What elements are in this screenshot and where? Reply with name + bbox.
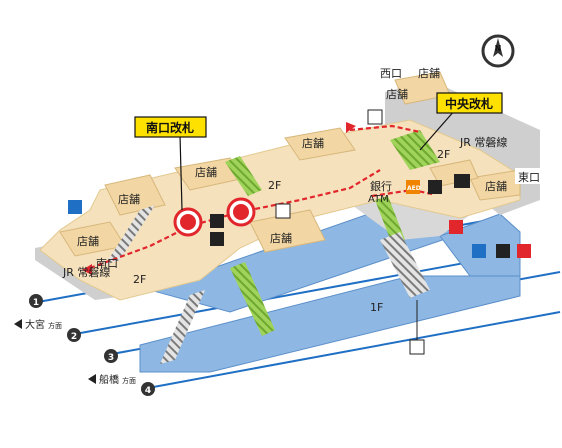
direction-funabashi-label: 船橋 xyxy=(99,373,119,386)
shop-label: 店舗 xyxy=(418,66,440,80)
accessible-toilet-icon xyxy=(472,244,486,258)
station-staff-icon xyxy=(210,214,224,228)
bank-label: 銀行 xyxy=(370,179,392,193)
shop-label: 店舗 xyxy=(118,192,140,206)
aed-label: AED xyxy=(407,185,421,192)
direction-suffix: 方面 xyxy=(122,376,136,385)
facility-icons xyxy=(68,109,531,355)
shop-label: 店舗 xyxy=(270,231,292,245)
elevator-icon xyxy=(409,339,425,355)
restroom-gender-icon xyxy=(449,220,463,234)
platform-number: 2 xyxy=(71,332,77,342)
shop-label: 店舗 xyxy=(485,179,507,193)
locker-icon xyxy=(367,109,383,125)
arrow-left-icon xyxy=(14,319,22,329)
shop-label: 店舗 xyxy=(386,87,408,101)
platform-number: 3 xyxy=(108,353,114,363)
ticket-office-icon xyxy=(454,174,470,188)
aed-icon xyxy=(406,180,420,194)
restroom-icon xyxy=(210,232,224,246)
shop-label: 店舗 xyxy=(77,234,99,248)
atm-label: ATM xyxy=(368,194,389,205)
baby-icon xyxy=(496,244,510,258)
central-gate-label: 中央改札 xyxy=(445,96,493,111)
callout-central-gate: 中央改札 xyxy=(419,92,503,151)
arrow-left-icon xyxy=(88,374,96,384)
floor-label-2f: 2F xyxy=(133,273,146,286)
direction-omiya: 大宮 方面 xyxy=(14,318,62,331)
floor-label-2f: 2F xyxy=(268,179,281,192)
west-exit-label: 西口 xyxy=(380,67,402,80)
staff-info-icon xyxy=(428,180,442,194)
jr-joban-line-label: JR 常磐線 xyxy=(62,265,110,279)
direction-funabashi: 船橋 方面 xyxy=(88,373,136,386)
platform-number-markers: 1 2 3 4 xyxy=(29,294,155,396)
jr-joban-line-label: JR 常磐線 xyxy=(459,135,507,149)
wheelchair-icon xyxy=(68,200,82,214)
south-exit-label: 南口 xyxy=(96,257,118,270)
platform-number: 4 xyxy=(145,386,151,396)
compass: N xyxy=(481,34,515,68)
east-exit-label: 東口 xyxy=(518,171,540,184)
compass-north-label: N xyxy=(495,44,502,53)
shop-label: 店舗 xyxy=(302,136,324,150)
ticket-gate-icons xyxy=(173,197,256,237)
callout-south-gate: 南口改札 xyxy=(134,116,207,211)
shop-label: 店舗 xyxy=(195,165,217,179)
direction-suffix: 方面 xyxy=(48,321,62,330)
platform-number: 1 xyxy=(33,298,39,308)
direction-omiya-label: 大宮 xyxy=(25,318,45,331)
shop-label: 店舗 xyxy=(436,169,458,183)
coin-locker-icon xyxy=(275,203,291,219)
floor-label-1f: 1F xyxy=(370,301,383,314)
ostomate-icon xyxy=(517,244,531,258)
floor-label-2f: 2F xyxy=(437,148,450,161)
stairs xyxy=(105,130,440,364)
south-gate-label: 南口改札 xyxy=(146,120,194,135)
